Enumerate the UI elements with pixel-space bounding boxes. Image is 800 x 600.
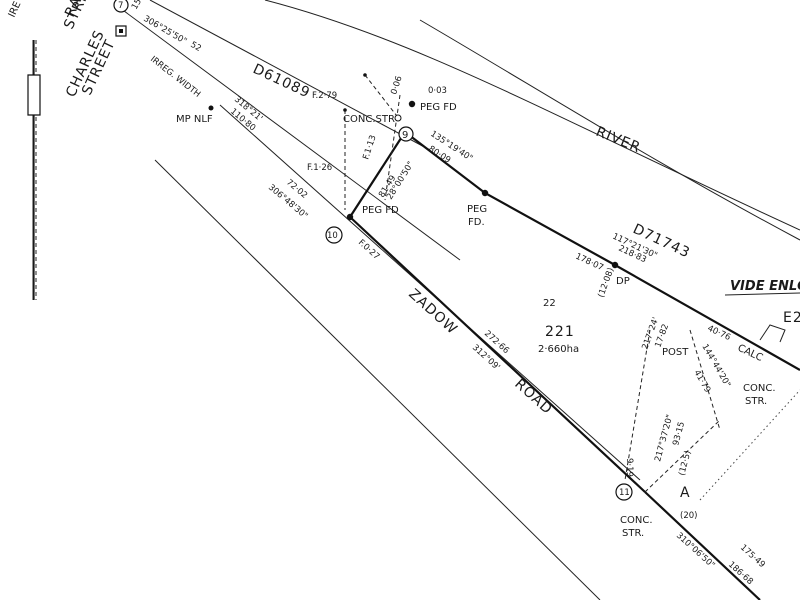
dp-north-label: D61089 [250, 61, 312, 101]
river-bank-lower [419, 19, 800, 241]
distance-41-79: 41·79 [691, 369, 712, 395]
small-dot-top [363, 73, 367, 77]
distance-175-49: 175·49 [738, 543, 767, 570]
lot-221-south-boundary [644, 491, 761, 600]
peg-dot-dp [611, 261, 619, 269]
lot-221-zadow-frontage [349, 216, 646, 493]
small-dot-f279 [343, 108, 347, 112]
station-top-circle [113, 0, 129, 13]
distance-40-76: 40·76 [706, 324, 732, 343]
dp-mark-label: DP [616, 276, 630, 287]
distance-20: (20) [680, 511, 697, 521]
peg-fd-mid-label-2: FD. [468, 217, 485, 228]
vide-notch [759, 324, 786, 343]
station-11-label: 11 [619, 488, 630, 498]
lot-221-area: 2·660ha [538, 344, 579, 355]
zadow-road-edge-outer [154, 159, 601, 600]
fragment-top-label: 15 [130, 0, 144, 12]
bearing-310-06: 310°06'50" [674, 531, 717, 571]
dashed-a [644, 419, 721, 493]
peg-fd-mid-label-1: PEG [467, 204, 487, 215]
distance-178-07: 178·07 [574, 252, 605, 274]
conc-str-square-inner [119, 29, 123, 33]
peg-fd-left-label: PEG FD [362, 205, 399, 216]
station-10-circle [325, 226, 343, 244]
offset-f126: F.1·26 [307, 163, 332, 173]
station-9-label: 9 [402, 130, 408, 141]
conc-str-right-2: STR. [745, 396, 767, 407]
distance-9-19: 9·19 [624, 458, 634, 477]
lot-22-label: 22 [543, 298, 556, 309]
dashed-post [689, 329, 721, 431]
lot-221-boundary [349, 130, 800, 371]
river-label: RIVER [594, 124, 644, 156]
lot-221-label: 221 [545, 324, 575, 340]
dashed-top-chain [364, 74, 401, 121]
e-ref-label: E2 [783, 310, 800, 326]
distance-93-15: 93·15 [671, 421, 687, 447]
station-10-label: 10 [327, 231, 338, 241]
irreg-width-label: IRREG. WIDTH [148, 54, 202, 99]
vide-underline [724, 292, 800, 296]
vide-enlg-label: VIDE ENLG [730, 279, 800, 294]
offset-003: 0·03 [428, 86, 447, 96]
mp-nlf-label: MP NLF [176, 114, 213, 125]
zadow-road-label-2: ROAD [511, 376, 555, 418]
offset-f113: F.1·13 [361, 134, 378, 161]
point-a-label: A [680, 485, 691, 501]
offset-006: 0·06 [389, 75, 404, 96]
north-arrow-icon [27, 40, 41, 300]
conc-str-bottom-1: CONC. [620, 515, 653, 526]
peg-dot-left [346, 213, 354, 221]
distance-12-5: (12·5) [677, 449, 693, 476]
mp-nlf-dot [208, 105, 214, 111]
station-9-circle [398, 126, 414, 142]
murray-street-prefix: IRE [7, 0, 24, 19]
peg-dot-top [408, 100, 416, 108]
conc-str-top-label: CONC.STR [343, 114, 395, 125]
offset-f279: F.2·79 [312, 91, 337, 101]
station-11-circle [615, 483, 633, 501]
bearing-top-street-dist: 52 [189, 40, 203, 54]
conc-str-bottom-2: STR. [622, 528, 644, 539]
street-edge-upper [149, 0, 431, 151]
dashed-post-2 [624, 329, 651, 481]
peg-fd-top-label: PEG FD [420, 102, 457, 113]
dashed-f113 [384, 94, 401, 201]
peg-dot-mid [481, 189, 489, 197]
river-bank-upper [264, 0, 800, 231]
conc-str-box-top [394, 114, 402, 122]
street-edge-top [119, 7, 461, 261]
post-label: POST [662, 347, 689, 358]
station-top-label: 7 [118, 1, 123, 11]
conc-str-right-1: CONC. [743, 383, 776, 394]
calc-label: CALC [736, 343, 765, 364]
